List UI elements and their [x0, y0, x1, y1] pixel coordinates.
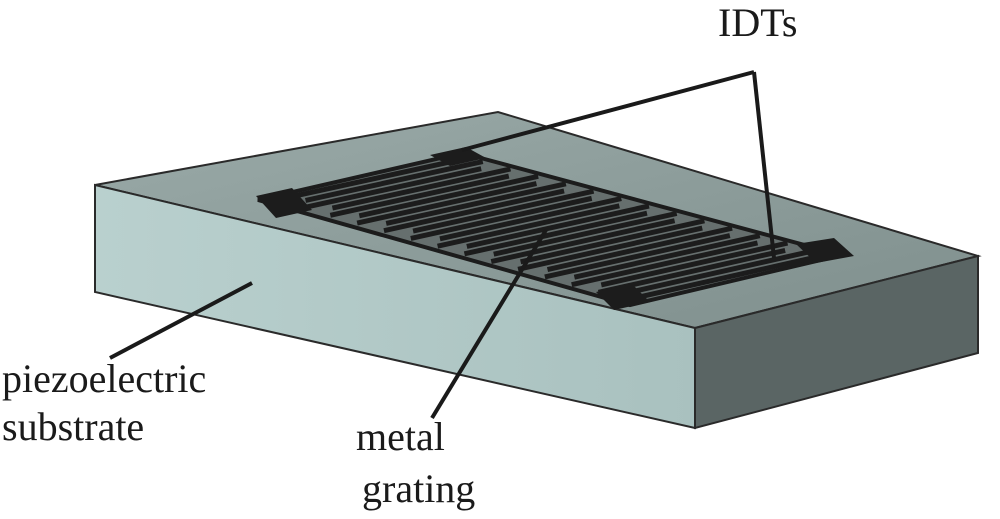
- grating-finger: [410, 195, 593, 241]
- grating-finger: [627, 248, 816, 295]
- grating-finger: [331, 166, 512, 211]
- leader-idts-left: [461, 70, 755, 152]
- grating-finger: [520, 218, 705, 265]
- grating-finger: [412, 188, 595, 234]
- grating-finger: [358, 173, 539, 219]
- grating-fingers: [276, 158, 816, 303]
- grating-finger: [466, 203, 650, 249]
- idt-pad-left: [256, 188, 312, 218]
- grating-finger: [517, 225, 703, 272]
- idt-pad-right: [796, 238, 854, 263]
- grating-label-line2: grating: [362, 466, 476, 511]
- idt-pad-top-left: [430, 147, 486, 166]
- grating-finger: [437, 203, 620, 249]
- grating-finger: [573, 233, 761, 280]
- metal-grating: [256, 147, 854, 310]
- leader-substrate: [109, 281, 253, 360]
- grating-finger: [493, 210, 678, 257]
- grating-finger: [624, 255, 814, 303]
- grating-finger: [439, 196, 622, 242]
- grating-finger: [329, 173, 510, 218]
- grating-label-line1: metal: [356, 414, 445, 459]
- grating-finger: [544, 233, 731, 280]
- idt-pad-bottom: [596, 284, 650, 310]
- substrate-label-line2: substrate: [2, 404, 145, 449]
- substrate-side-face: [694, 254, 979, 430]
- grating-finger: [304, 159, 484, 203]
- grating-finger: [600, 240, 789, 288]
- grating-finger: [276, 158, 455, 203]
- grating-finger: [385, 181, 567, 226]
- grating-finger: [463, 210, 648, 257]
- grating-finger: [383, 188, 565, 234]
- grating-finger: [546, 225, 733, 272]
- leader-grating: [430, 228, 548, 420]
- grating-finger: [302, 166, 482, 211]
- grating-finger: [571, 240, 759, 288]
- grating-finger: [356, 181, 537, 226]
- substrate-label-line1: piezoelectric: [2, 356, 207, 401]
- grating-finger: [490, 218, 676, 264]
- leader-idts-right: [752, 71, 776, 259]
- idts-label: IDTs: [718, 0, 798, 45]
